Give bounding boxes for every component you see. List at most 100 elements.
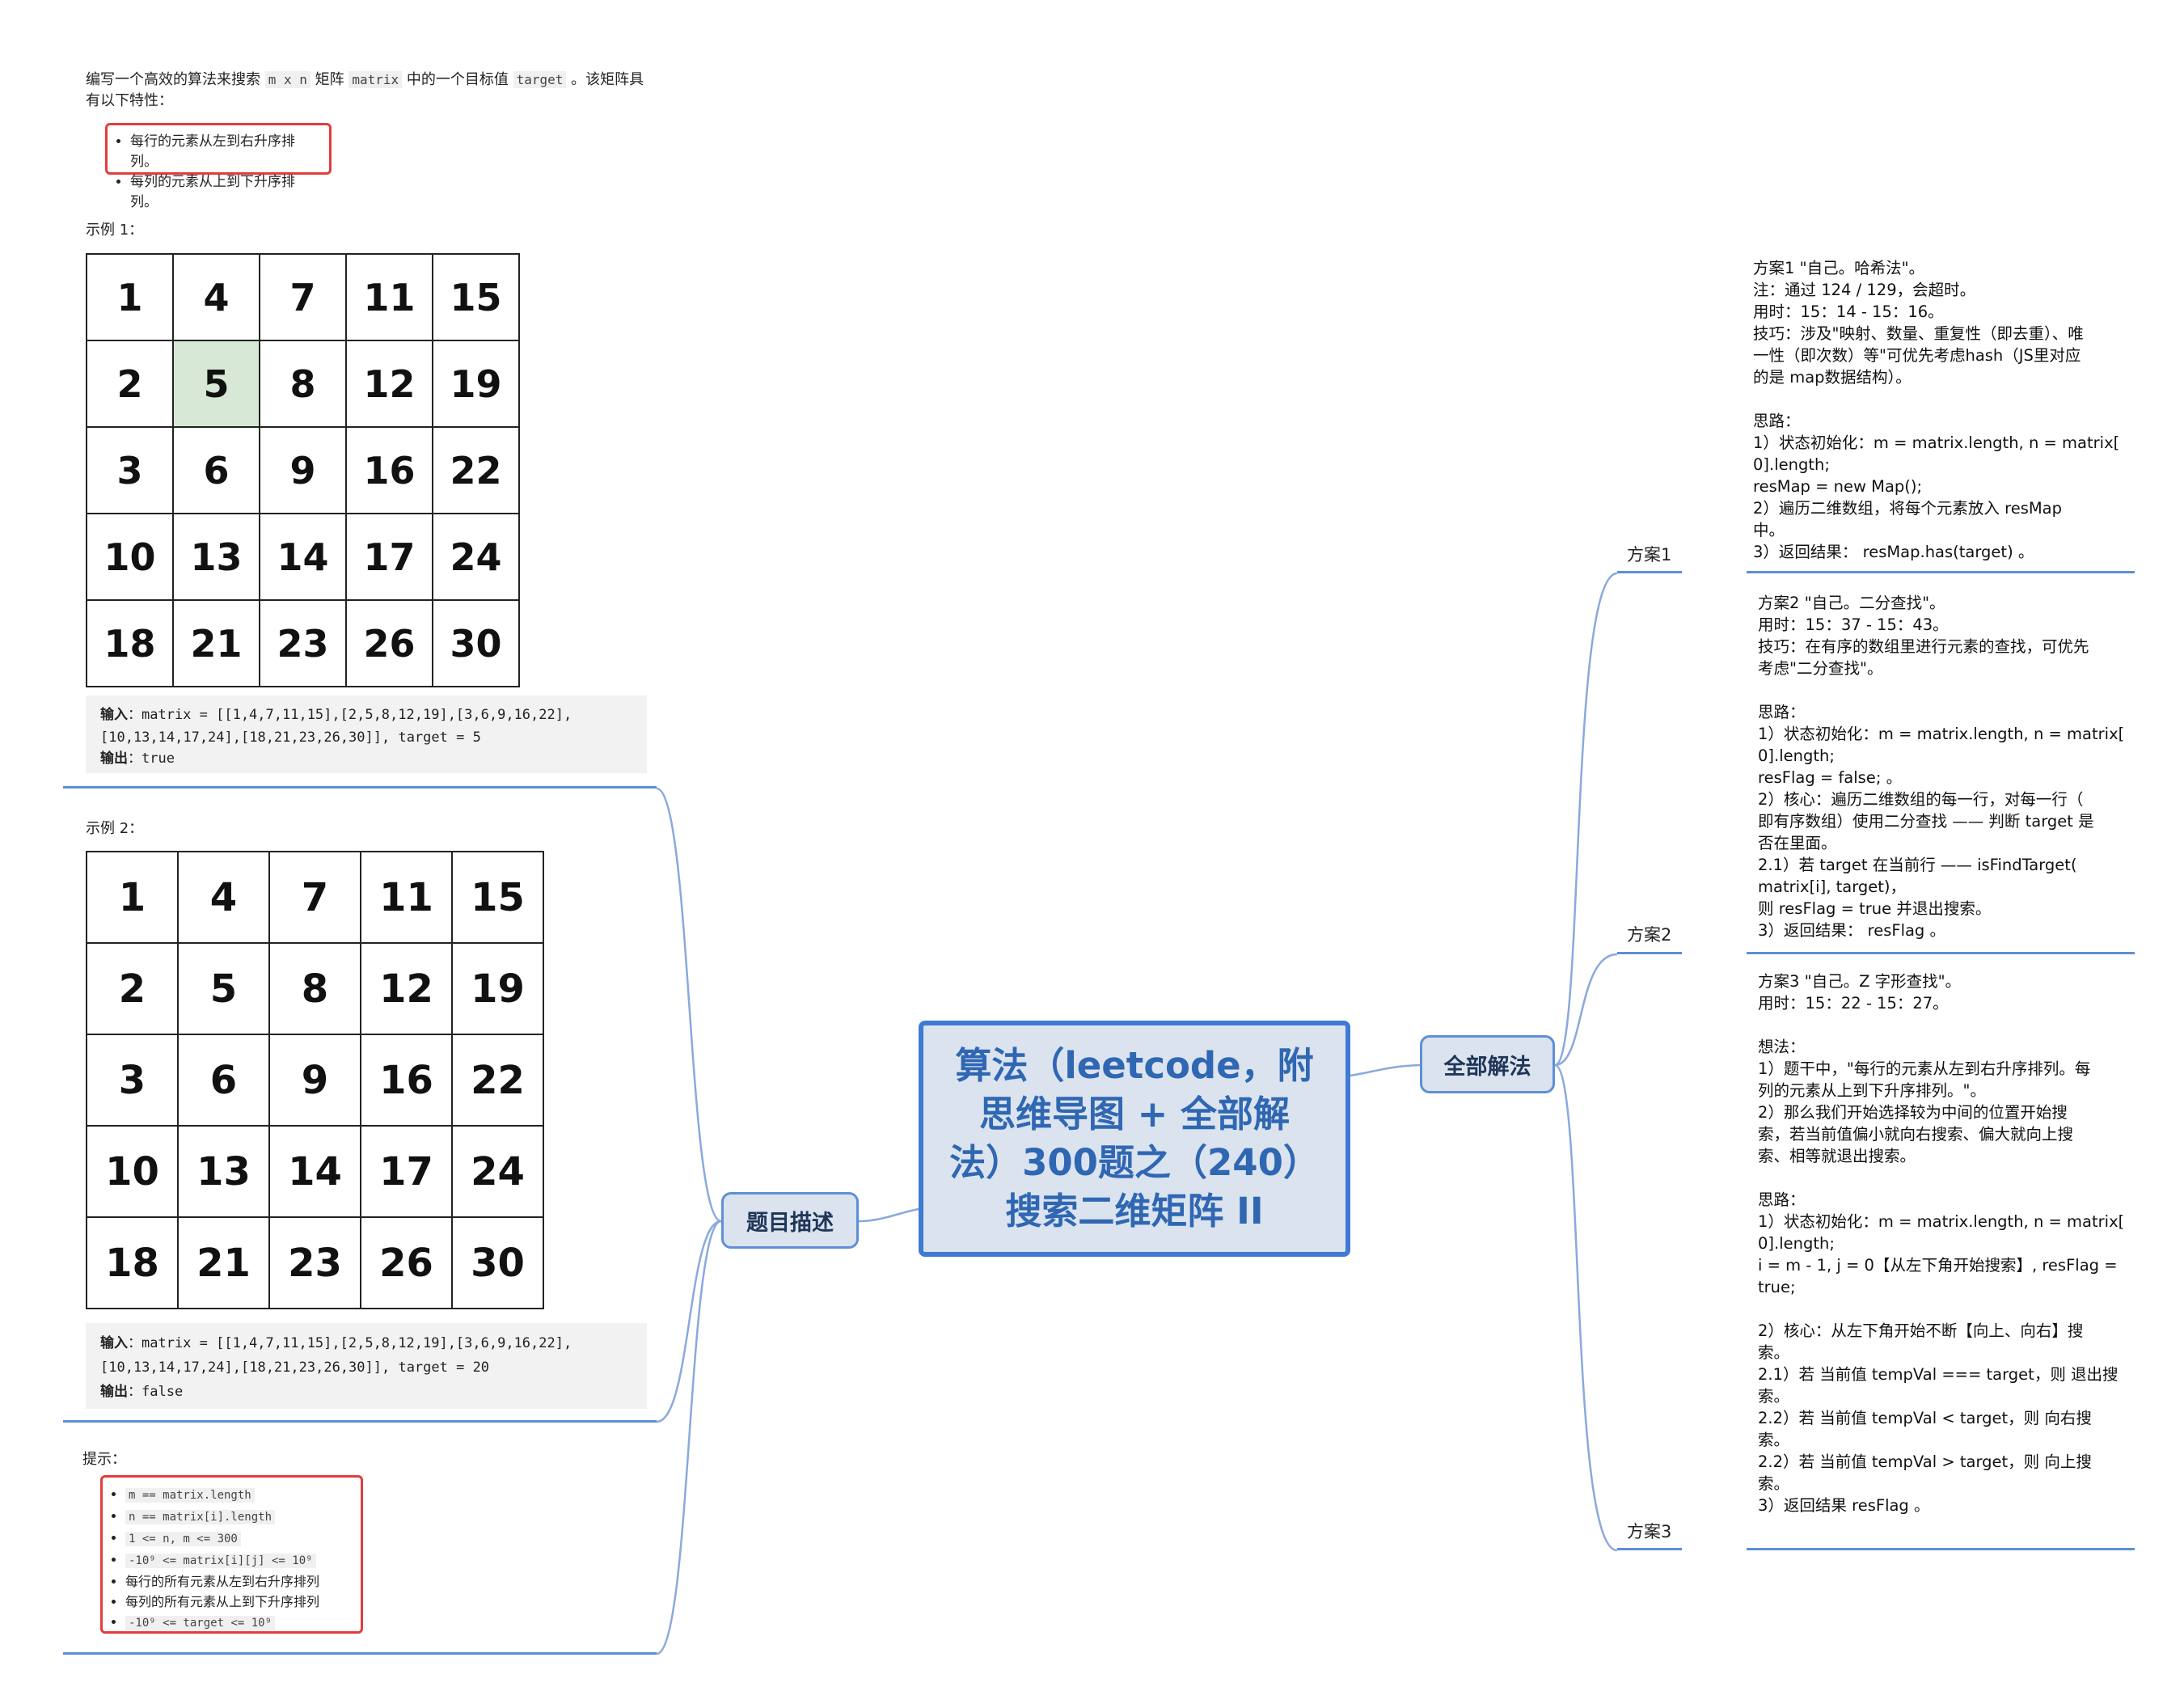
example2-io: 输入：matrix = [[1,4,7,11,15],[2,5,8,12,19]… — [86, 1323, 647, 1409]
tips-box: m == matrix.lengthn == matrix[i].length1… — [100, 1475, 363, 1634]
matrix-cell: 2 — [86, 340, 174, 428]
example1-input-value: ：matrix = [[1,4,7,11,15],[2,5,8,12,19],[… — [128, 707, 572, 723]
example2-label: 示例 2： — [86, 820, 144, 837]
matrix-cell: 8 — [268, 942, 361, 1035]
matrix-cell: 5 — [177, 942, 270, 1035]
matrix-cell: 4 — [172, 253, 260, 341]
matrix-cell: 9 — [259, 426, 347, 514]
tip-item: m == matrix.length — [125, 1484, 353, 1506]
plan3-label-underline — [1617, 1548, 1682, 1550]
plan2-label-underline — [1617, 952, 1682, 954]
matrix-cell: 23 — [268, 1216, 361, 1309]
matrix-cell: 13 — [177, 1125, 270, 1218]
example1-label: 示例 1： — [86, 222, 144, 239]
plan3-label[interactable]: 方案3 — [1627, 1522, 1672, 1541]
matrix-cell: 4 — [177, 851, 270, 944]
matrix-cell: 10 — [86, 1125, 179, 1218]
matrix-cell: 24 — [432, 513, 520, 601]
problem-intro: 编写一个高效的算法来搜索 m x n 矩阵 matrix 中的一个目标值 tar… — [86, 71, 644, 109]
code-matrix: matrix — [349, 71, 403, 88]
matrix-cell: 30 — [451, 1216, 544, 1309]
property-item: 每列的元素从上到下升序排列。 — [130, 172, 321, 213]
code-target: target — [513, 71, 567, 88]
topic-all-solutions-label: 全部解法 — [1443, 1054, 1531, 1080]
matrix-cell: 21 — [177, 1216, 270, 1309]
matrix-cell: 19 — [432, 340, 520, 428]
matrix-cell: 6 — [177, 1034, 270, 1127]
tip-item: n == matrix[i].length — [125, 1506, 353, 1528]
example2-input-label: 输入 — [100, 1335, 128, 1351]
code-mn: m x n — [264, 71, 310, 88]
example2-input-value: ：matrix = [[1,4,7,11,15],[2,5,8,12,19],[… — [128, 1335, 572, 1351]
matrix-cell: 18 — [86, 1216, 179, 1309]
tip-item: 每列的所有元素从上到下升序排列 — [125, 1592, 353, 1612]
matrix-cell: 19 — [451, 942, 544, 1035]
matrix-cell: 9 — [268, 1034, 361, 1127]
matrix-cell: 16 — [345, 426, 433, 514]
example2-input-value-2: [10,13,14,17,24],[18,21,23,26,30]], targ… — [100, 1359, 490, 1376]
matrix-cell: 12 — [345, 340, 433, 428]
matrix-cell: 6 — [172, 426, 260, 514]
branch-underline-example1 — [63, 786, 657, 789]
tip-item: 1 <= n, m <= 300 — [125, 1528, 353, 1550]
plan1-label-underline — [1617, 571, 1682, 573]
matrix-cell: 12 — [360, 942, 453, 1035]
matrix-cell: 3 — [86, 1034, 179, 1127]
plan3-detail: 方案3 "自己。Z 字形查找"。 用时：15：22 - 15：27。 想法： 1… — [1758, 972, 2125, 1515]
example1-input-label: 输入 — [100, 707, 128, 723]
tip-item: -10⁹ <= target <= 10⁹ — [125, 1612, 353, 1634]
matrix-cell: 30 — [432, 599, 520, 687]
branch-underline-tips — [63, 1652, 657, 1655]
matrix-cell: 22 — [432, 426, 520, 514]
plan1-label[interactable]: 方案1 — [1627, 545, 1672, 564]
tip-item: -10⁹ <= matrix[i][j] <= 10⁹ — [125, 1550, 353, 1571]
matrix-cell: 1 — [86, 253, 174, 341]
matrix-cell: 22 — [451, 1034, 544, 1127]
branch-underline-example2 — [63, 1420, 657, 1423]
matrix-cell: 24 — [451, 1125, 544, 1218]
matrix-cell: 23 — [259, 599, 347, 687]
matrix-cell: 15 — [451, 851, 544, 944]
matrix-cell: 15 — [432, 253, 520, 341]
example1-input-value-2: [10,13,14,17,24],[18,21,23,26,30]], targ… — [100, 729, 481, 746]
matrix-cell: 10 — [86, 513, 174, 601]
matrix-cell: 26 — [360, 1216, 453, 1309]
topic-problem-description[interactable]: 题目描述 — [721, 1192, 859, 1249]
matrix-cell: 26 — [345, 599, 433, 687]
plan3-detail-underline — [1747, 1548, 2135, 1550]
matrix-cell: 11 — [360, 851, 453, 944]
matrix-cell: 3 — [86, 426, 174, 514]
property-item: 每行的元素从左到右升序排列。 — [130, 132, 321, 172]
matrix-cell: 14 — [268, 1125, 361, 1218]
example2-output-value: ：false — [128, 1384, 184, 1400]
matrix-cell: 16 — [360, 1034, 453, 1127]
example1-output-value: ：true — [128, 751, 175, 767]
matrix-cell: 17 — [360, 1125, 453, 1218]
properties-box: 每行的元素从左到右升序排列。 每列的元素从上到下升序排列。 — [105, 123, 332, 210]
matrix-cell: 5 — [172, 340, 260, 428]
matrix-cell: 7 — [259, 253, 347, 341]
central-topic-node[interactable]: 算法（leetcode，附 思维导图 + 全部解 法）300题之（240） 搜索… — [919, 1021, 1350, 1257]
example2-output-label: 输出 — [100, 1384, 128, 1400]
topic-problem-description-label: 题目描述 — [746, 1210, 834, 1236]
matrix-cell: 11 — [345, 253, 433, 341]
matrix-cell: 18 — [86, 599, 174, 687]
plan2-label[interactable]: 方案2 — [1627, 925, 1672, 945]
matrix-cell: 13 — [172, 513, 260, 601]
tips-label: 提示： — [82, 1451, 126, 1468]
plan1-detail-underline — [1747, 571, 2135, 573]
plan1-detail: 方案1 "自己。哈希法"。 注：通过 124 / 129，会超时。 用时：15：… — [1753, 259, 2120, 561]
plan2-detail: 方案2 "自己。二分查找"。 用时：15：37 - 15：43。 技巧：在有序的… — [1758, 594, 2125, 940]
matrix-cell: 2 — [86, 942, 179, 1035]
plan2-detail-underline — [1747, 952, 2135, 954]
example1-io: 输入：matrix = [[1,4,7,11,15],[2,5,8,12,19]… — [86, 696, 647, 773]
topic-all-solutions[interactable]: 全部解法 — [1420, 1035, 1555, 1093]
matrix-cell: 14 — [259, 513, 347, 601]
matrix-cell: 1 — [86, 851, 179, 944]
example1-output-label: 输出 — [100, 751, 128, 767]
matrix-cell: 21 — [172, 599, 260, 687]
matrix-cell: 7 — [268, 851, 361, 944]
